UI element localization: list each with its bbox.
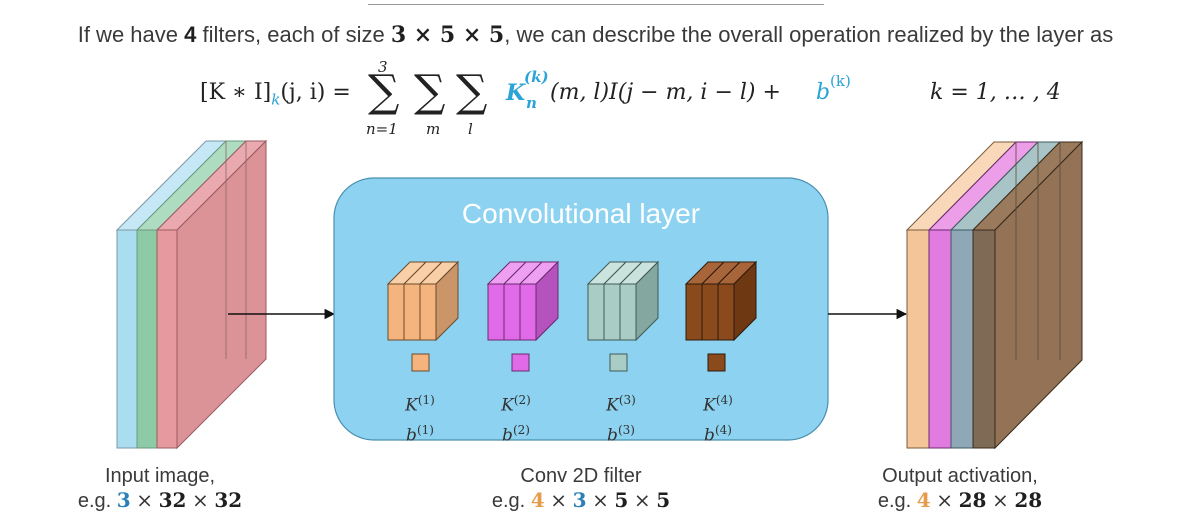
filter-4-cube <box>684 260 758 342</box>
filter-caption: Conv 2D filter e.g. 4 × 3 × 5 × 5 <box>491 465 671 512</box>
sum-l-symbol: ∑ <box>456 66 488 117</box>
output-caption: Output activation, e.g. 4 × 28 × 28 <box>877 465 1043 512</box>
formula-bias: b <box>816 80 831 105</box>
bias-2-square <box>511 353 530 372</box>
intro-sentence: If we have 4 filters, each of size 3 × 5… <box>0 22 1191 48</box>
input-caption: Input image, e.g. 3 × 32 × 32 <box>77 465 243 512</box>
conv-layer-box <box>333 177 829 441</box>
filter-2-cube <box>486 260 560 342</box>
input-layer-3 <box>155 139 268 450</box>
input-layer-2 <box>135 140 248 449</box>
formula-lhs-sub: k <box>271 90 281 109</box>
intro-suffix: , we can describe the overall operation … <box>504 22 1114 47</box>
bias-3-square <box>609 353 628 372</box>
formula-lhs: [K ∗ I]k(j, i) = <box>200 80 351 109</box>
filter-3-label: K(3) b(3) <box>606 393 636 446</box>
formula-kernel-sub: n <box>526 94 537 112</box>
filter-3-cube <box>586 260 660 342</box>
input-image-stack <box>115 139 268 450</box>
formula-bias-sup: (k) <box>830 72 851 90</box>
filter-size: 3 × 5 × 5 <box>390 22 505 48</box>
output-layer-1 <box>905 141 1018 449</box>
formula-body: (m, l)I(j − m, i − l) + <box>550 80 781 105</box>
output-layer-3 <box>949 141 1062 449</box>
formula-kernel-sup: (k) <box>524 68 549 86</box>
bias-4-square <box>707 353 726 372</box>
output-activation-stack <box>905 140 1084 450</box>
filter-1-label: K(1) b(1) <box>405 393 435 446</box>
formula-kernel: K <box>506 80 526 106</box>
sum-n-bottom: n=1 <box>366 120 398 138</box>
sum-l-bottom: l <box>468 120 473 138</box>
convolution-formula: [K ∗ I]k(j, i) = ∑ 3 n=1 ∑ m ∑ l K (k) n… <box>200 58 1061 144</box>
intro-mid: filters, each of size <box>202 22 385 47</box>
bias-1-square <box>411 353 430 372</box>
conv-layer-title: Convolutional layer <box>461 198 701 229</box>
filter-2-label: K(2) b(2) <box>501 393 531 446</box>
sum-m-symbol: ∑ <box>414 66 446 117</box>
filter-1-cube <box>386 260 460 342</box>
sum-m-bottom: m <box>426 120 441 138</box>
intro-prefix: If we have <box>77 22 178 47</box>
sum-n-top: 3 <box>378 58 388 76</box>
num-filters: 4 <box>184 22 197 47</box>
top-rule <box>368 4 824 5</box>
sum-n-symbol: ∑ <box>368 66 400 117</box>
filter-4-label: K(4) b(4) <box>703 393 733 446</box>
formula-range: k = 1, … , 4 <box>930 80 1061 105</box>
